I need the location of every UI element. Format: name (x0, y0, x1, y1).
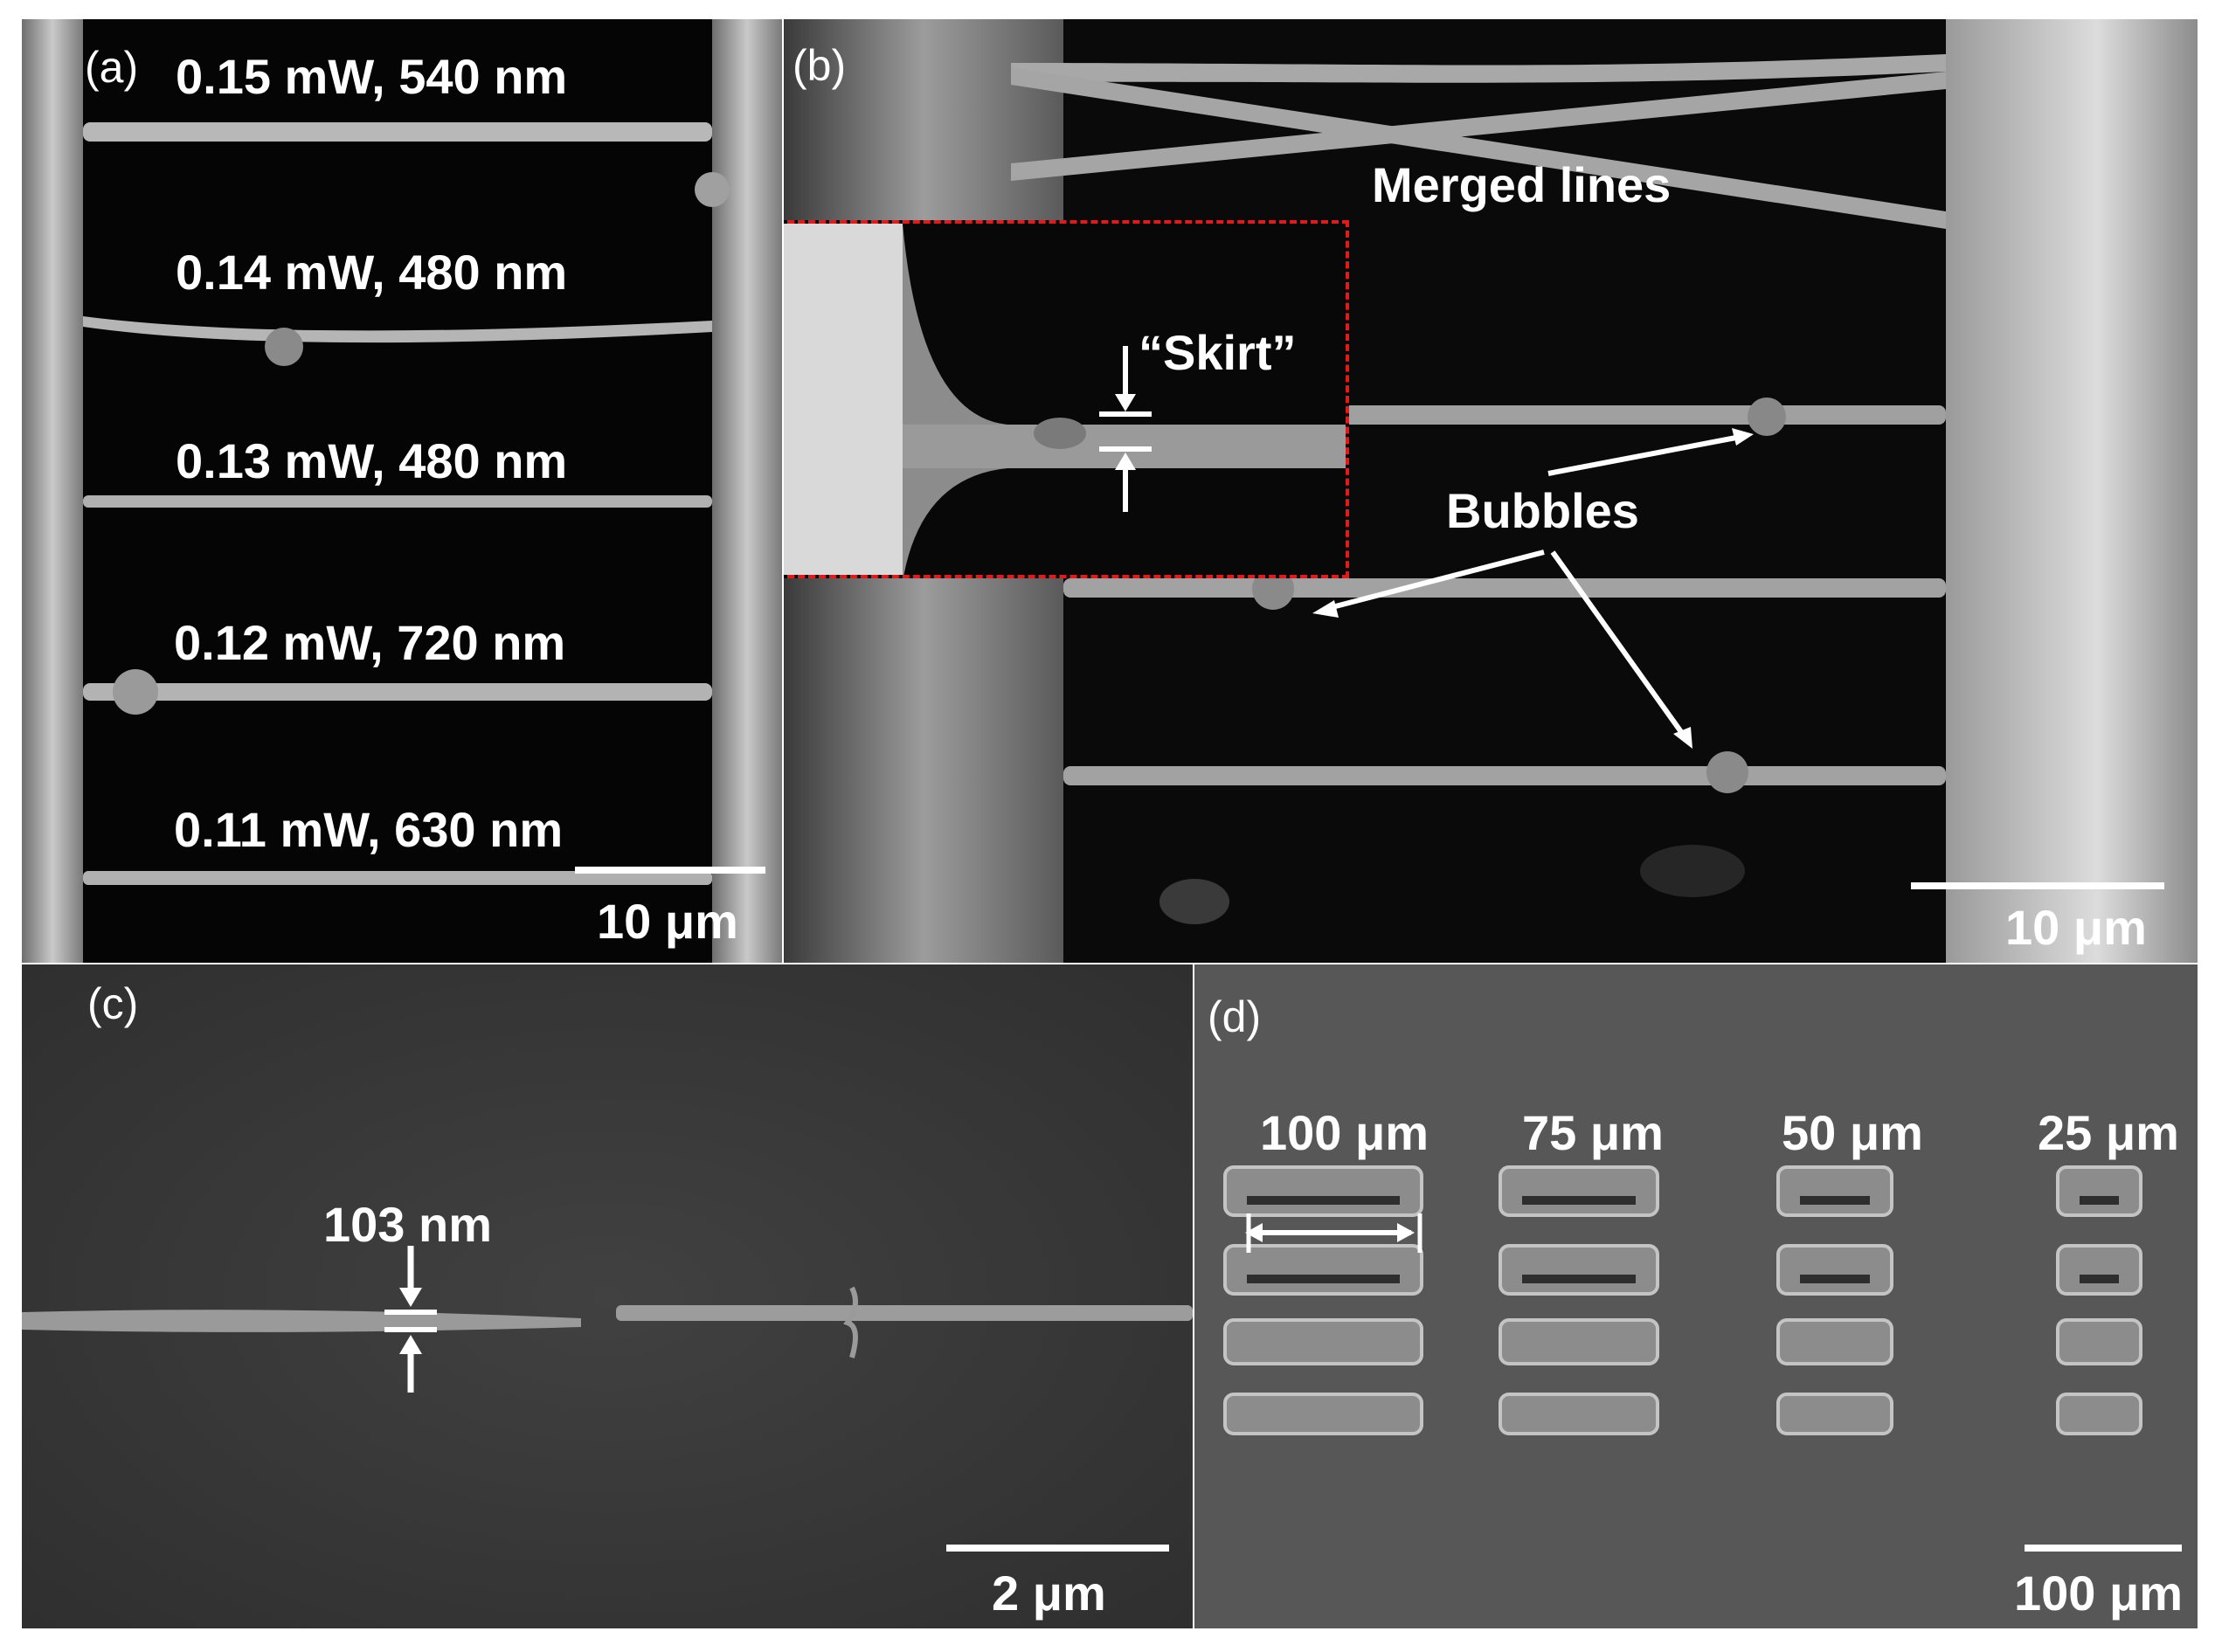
panel-d-tag: (d) (1208, 992, 1262, 1041)
panel-b-tag: (b) (793, 41, 847, 90)
line-label: 0.12 mW, 720 nm (174, 615, 566, 670)
scale-bar-label: 10 μm (597, 894, 738, 949)
scale-bar (575, 867, 765, 874)
written-line (22, 1310, 581, 1332)
column-label: 25 μm (2038, 1105, 2179, 1160)
suspended-line (1063, 766, 1946, 785)
line-label: 0.15 mW, 540 nm (176, 49, 568, 104)
arrow (1550, 550, 1686, 737)
scale-bar-label: 2 μm (992, 1566, 1106, 1621)
line-label: 0.13 mW, 480 nm (176, 433, 568, 488)
panel-d: (d) 100 μm 75 μm 50 μm 25 μm 100 μm (1194, 964, 2198, 1628)
merged-line (1011, 72, 1946, 181)
suspended-line (83, 871, 712, 885)
bubble (1748, 397, 1786, 436)
bubble (695, 172, 730, 207)
bubble (1706, 751, 1748, 793)
scale-bar-label: 10 μm (2005, 900, 2147, 955)
bubbles-label: Bubbles (1446, 483, 1639, 538)
merged-line (1011, 54, 1946, 83)
width-label: 103 nm (323, 1197, 492, 1252)
skirt-inset-image (784, 224, 1346, 575)
scale-bar (2025, 1545, 2182, 1552)
skirt-label: “Skirt” (1139, 325, 1297, 380)
column-label: 100 μm (1260, 1105, 1429, 1160)
panel-a: (a) 0.15 mW, 540 nm 0.14 mW, 480 nm 0.13… (22, 19, 782, 963)
bubble (1252, 568, 1294, 610)
suspended-line (1063, 578, 1946, 598)
panel-c: (c) 103 nm 2 μm (22, 964, 1193, 1628)
skirt-inset: “Skirt” (784, 220, 1349, 578)
suspended-line (83, 683, 712, 701)
right-rail (1946, 19, 2198, 963)
panel-b: “Skirt” (b) Merged lines Bubbles 10 μm (784, 19, 2198, 963)
written-line (616, 1305, 1193, 1321)
line-label: 0.11 mW, 630 nm (174, 802, 564, 857)
panel-c-tag: (c) (87, 979, 139, 1028)
arrow (1325, 550, 1545, 612)
suspended-line (83, 316, 712, 343)
panel-d-image (1194, 964, 2198, 1628)
merged-line (1011, 67, 1946, 229)
merged-lines-label: Merged lines (1372, 157, 1672, 212)
line-label: 0.14 mW, 480 nm (176, 245, 568, 300)
left-rail (22, 19, 83, 963)
column-label: 75 μm (1522, 1105, 1664, 1160)
suspended-line (83, 122, 712, 142)
panel-a-image (22, 19, 782, 963)
panel-c-image (22, 964, 1193, 1628)
suspended-line (83, 495, 712, 508)
structure-grid (1223, 1165, 2142, 1435)
arrow (1547, 434, 1741, 476)
panel-a-tag: (a) (85, 43, 139, 92)
right-rail (712, 19, 782, 963)
column-label: 50 μm (1782, 1105, 1923, 1160)
scale-bar (1911, 882, 2164, 889)
bubble (265, 328, 303, 366)
scale-bar (946, 1545, 1169, 1552)
scale-bar-label: 100 μm (2014, 1566, 2184, 1621)
bubble (113, 669, 158, 715)
